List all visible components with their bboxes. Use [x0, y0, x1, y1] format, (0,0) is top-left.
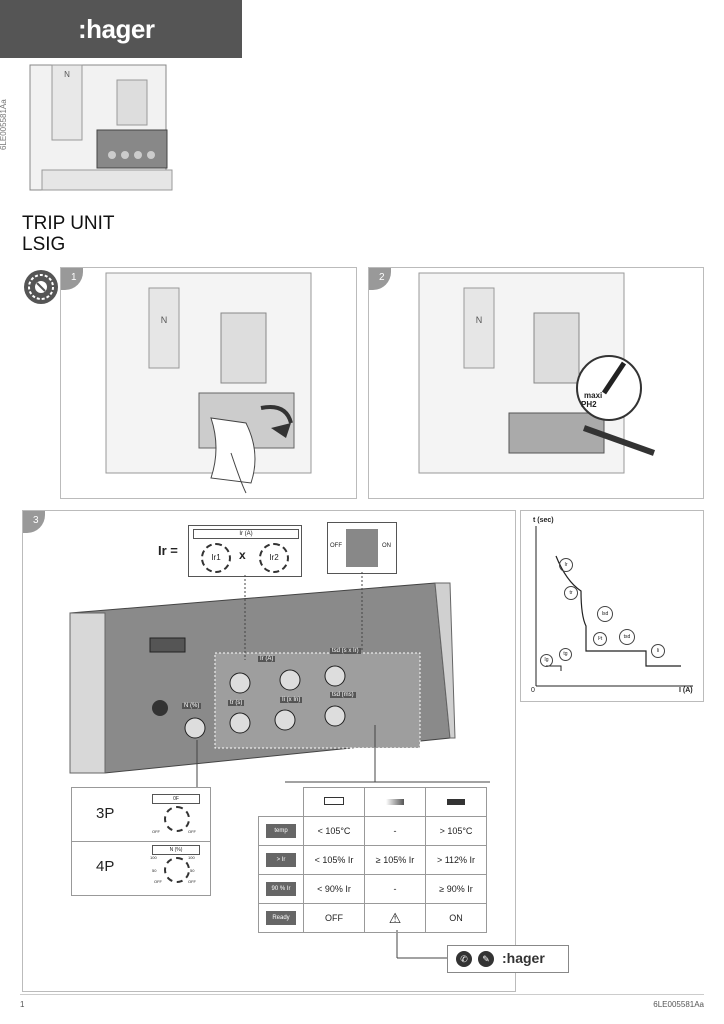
switch-on-label: ON: [382, 543, 391, 549]
table-cell: ≥ 105% Ir: [364, 845, 426, 875]
contact-hager-box: ✆ ✎ :hager: [447, 945, 569, 973]
hager-logo: :hager: [78, 14, 155, 44]
overload-icon: > Ir: [258, 845, 304, 875]
table-row: Ready OFF ⚠ ON: [258, 903, 487, 933]
panel-label-tsd-ms: tsd (ms): [330, 692, 356, 698]
panel-label-tsd-x-ir: tsd (s x Ir): [330, 648, 361, 654]
step-1-panel: 1 N: [60, 267, 357, 499]
pole-3p-row: 3P 0F OFF OFF: [72, 788, 210, 842]
table-cell: < 90% Ir: [303, 874, 365, 904]
step-2-illustration: N: [418, 272, 656, 474]
pole-4p-100-right: 100: [188, 855, 195, 860]
curve-x-label: I (A): [679, 687, 693, 694]
panel-label-ir: Ir (A): [258, 656, 276, 662]
table-cell: -: [364, 816, 426, 846]
step-2-badge: 2: [369, 268, 391, 290]
led-on-icon: [425, 787, 487, 817]
table-cell: > 105°C: [425, 816, 487, 846]
title-line-2: LSIG: [22, 234, 66, 255]
table-row: temp < 105°C - > 105°C: [258, 816, 487, 846]
switch-icon: [346, 529, 378, 567]
pole-4p-dial-title: N (%): [152, 845, 200, 855]
panel-label-ii: Ii (x In): [280, 697, 303, 703]
pole-4p-dial: [164, 857, 190, 883]
table-cell: -: [364, 874, 426, 904]
pole-4p-label: 4P: [96, 858, 115, 875]
pole-4p-off-right: OFF: [188, 879, 196, 884]
table-cell: OFF: [303, 903, 365, 933]
curve-mark-ir: Ir: [559, 558, 573, 572]
ir-dial-header: Ir (A): [193, 529, 299, 539]
table-header-row: [258, 787, 487, 817]
pole-3p-off-left: OFF: [152, 829, 160, 834]
curve-mark-isd: Isd: [597, 606, 613, 622]
step-2-panel: 2 N maxi PH2: [368, 267, 704, 499]
table-cell: < 105% Ir: [303, 845, 365, 875]
phone-icon: ✆: [456, 951, 472, 967]
pole-4p-row: 4P N (%) 100 100 50 50 OFF OFF: [72, 841, 210, 894]
pole-4p-50-right: 50: [190, 868, 195, 873]
pole-config-box: 3P 0F OFF OFF 4P N (%) 100 100 50 50 OFF…: [71, 787, 211, 896]
pole-3p-off-right: OFF: [188, 829, 196, 834]
pole-3p-dial-title: 0F: [152, 794, 200, 804]
curve-mark-tg: tg: [559, 648, 572, 661]
table-row: > Ir < 105% Ir ≥ 105% Ir > 112% Ir: [258, 845, 487, 875]
table-cell: < 105°C: [303, 816, 365, 846]
led-states-table: temp < 105°C - > 105°C > Ir < 105% Ir ≥ …: [258, 787, 487, 933]
warning-icon: ⚠: [364, 903, 426, 933]
step-1-badge: 1: [61, 268, 83, 290]
footer-document-code: 6LE005581Aa: [653, 1000, 704, 1009]
temperature-icon: temp: [258, 816, 304, 846]
table-row: 90 % Ir < 90% Ir - ≥ 90% Ir: [258, 874, 487, 904]
screwdriver-label-maxi: maxi: [584, 391, 603, 400]
footer-divider: [20, 994, 704, 995]
trip-unit-device: [69, 582, 456, 774]
curve-origin: 0: [531, 687, 535, 694]
ir-formula-label: Ir =: [158, 543, 178, 558]
svg-text:N: N: [161, 315, 168, 325]
curve-mark-ig: Ig: [540, 654, 553, 667]
ir1-dial: Ir1: [201, 543, 231, 573]
pole-4p-off-left: OFF: [154, 879, 162, 884]
pole-3p-dial: [164, 806, 190, 832]
step-1-illustration: N: [105, 272, 312, 494]
led-blink-icon: [364, 787, 426, 817]
svg-text:N: N: [64, 70, 70, 79]
ninety-percent-icon: 90 % Ir: [258, 874, 304, 904]
curve-mark-tr: tr: [564, 586, 578, 600]
page-number: 1: [20, 1000, 25, 1009]
curve-y-label: t (sec): [533, 517, 554, 524]
curve-mark-ii: Ii: [651, 644, 665, 658]
trip-curve-panel: t (sec) I (A) 0 Ir tr Isd I²t tsd Ii Ig …: [520, 510, 704, 702]
panel-label-tr: tr (s): [228, 700, 245, 706]
curve-mark-tsd: tsd: [619, 629, 635, 645]
wrench-icon: ✎: [478, 951, 494, 967]
table-cell: > 112% Ir: [425, 845, 487, 875]
ir-dial-box: Ir (A) Ir1 x Ir2: [188, 525, 302, 577]
gear-icon: [24, 270, 58, 304]
pole-4p-50-left: 50: [152, 868, 157, 873]
breaker-thumbnail: N: [29, 64, 173, 191]
pole-4p-100-left: 100: [150, 855, 157, 860]
ready-icon: Ready: [258, 903, 304, 933]
led-off-icon: [303, 787, 365, 817]
panel-label-n: N (%): [182, 703, 202, 709]
page-title: TRIP UNIT LSIG: [22, 213, 115, 255]
trip-curve: [535, 526, 693, 687]
ir2-dial: Ir2: [259, 543, 289, 573]
curve-mark-i2t: I²t: [593, 632, 607, 646]
contact-hager-logo: :hager: [502, 950, 545, 966]
times-sign: x: [239, 548, 246, 562]
title-line-1: TRIP UNIT: [22, 213, 115, 234]
table-cell: ≥ 90% Ir: [425, 874, 487, 904]
table-cell: ON: [425, 903, 487, 933]
pole-3p-label: 3P: [96, 805, 115, 822]
switch-off-label: OFF: [330, 543, 342, 549]
header-bar: :hager: [0, 0, 242, 58]
svg-text:N: N: [476, 315, 483, 325]
screwdriver-label-ph2: PH2: [581, 400, 597, 409]
step-3-badge: 3: [23, 511, 45, 533]
